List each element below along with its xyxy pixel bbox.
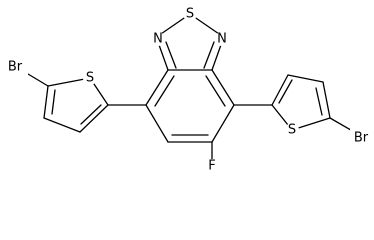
bond-c7a-n-right-double	[203, 41, 215, 69]
bond-right-c2-c3	[271, 74, 289, 106]
bond-c4-c5	[145, 104, 169, 143]
bond-right-c2-c3-inner	[278, 79, 293, 104]
bond-right-c4-c5	[322, 81, 331, 119]
molecule-svg: S N N F S S Br Br	[4, 6, 374, 174]
bond-c3a-n-left-double	[165, 41, 177, 69]
bond-left-s-c5	[47, 77, 91, 87]
bond-c7-c7a-inner	[205, 75, 226, 107]
atom-s-left-thiophene: S	[86, 71, 94, 86]
atom-br-left: Br	[8, 60, 23, 75]
bonds	[17, 13, 357, 161]
bond-c7a-n-right	[211, 41, 223, 71]
bond-c3a-c4-inner	[154, 75, 175, 107]
bond-c7-c7a	[211, 69, 235, 106]
atom-s-thiadiazole: S	[186, 7, 194, 22]
atom-fluorine: F	[208, 159, 215, 174]
molecule-diagram: S N N F S S Br Br	[4, 6, 374, 174]
bond-c3a-n-left	[157, 41, 169, 71]
bond-left-c5-c4-inner	[51, 89, 56, 115]
atom-labels: S N N F S S Br Br	[4, 7, 374, 174]
bond-left-c3-c2	[79, 104, 109, 133]
bond-left-c5-c4	[43, 85, 49, 119]
bond-right-c4-c5-inner	[315, 87, 323, 116]
atom-s-right-thiophene: S	[288, 123, 296, 138]
atom-n-left: N	[153, 32, 163, 47]
atom-n-right: N	[217, 32, 227, 47]
bond-left-c3-c2-inner	[80, 104, 102, 125]
atom-br-right: Br	[354, 131, 369, 146]
bond-right-c3-c4	[287, 74, 324, 83]
bond-left-c4-c3	[43, 117, 81, 133]
bond-c3a-c4	[145, 69, 169, 106]
bond-c6-c7	[211, 104, 235, 143]
